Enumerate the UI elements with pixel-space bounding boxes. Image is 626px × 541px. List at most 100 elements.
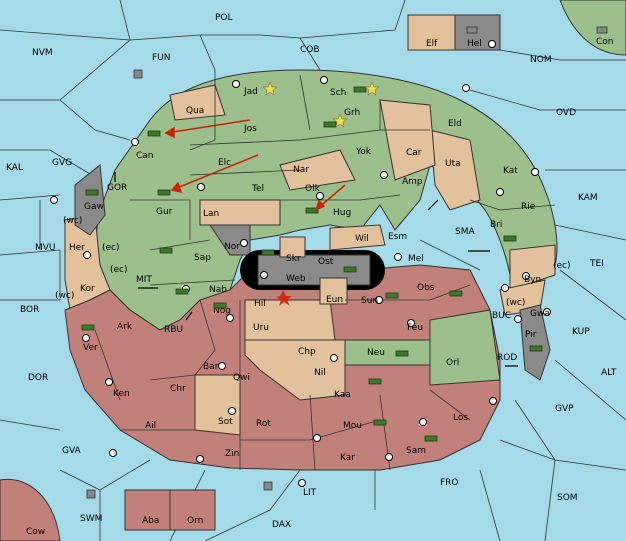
label-skr: Skr — [286, 254, 301, 264]
coast-tag-1: (wc) — [63, 216, 82, 226]
region-aba — [124, 489, 171, 531]
canal-arrow-amp — [427, 199, 439, 211]
land-labels: Elf Hel Con Jad Sch Qua Jos Grh Eld Can … — [26, 37, 614, 537]
sea-label-mvu: MVU — [35, 243, 56, 253]
sea-label-kup: KUP — [572, 327, 590, 337]
sea-label-alt: ALT — [601, 368, 617, 378]
label-pir: Pir — [525, 330, 537, 340]
canal-arrows — [114, 172, 518, 367]
label-eun: Eun — [326, 295, 343, 305]
sea-label-bor: BOR — [20, 305, 39, 315]
region-orl — [429, 309, 501, 386]
arrow-head — [170, 181, 183, 194]
label-sch: Sch — [330, 88, 346, 98]
label-obs: Obs — [417, 283, 435, 293]
coast-tag-4: (wc) — [55, 291, 74, 301]
army-unit — [305, 207, 319, 214]
fleet-unit — [86, 489, 96, 499]
fleet-unit — [263, 481, 273, 491]
fleet-unit — [133, 69, 143, 79]
label-ail: Ail — [145, 421, 156, 431]
sea-label-buc: BUC — [492, 311, 511, 321]
sea-label-gvp: GVP — [555, 404, 574, 414]
sea-label-lit: LIT — [303, 488, 317, 498]
label-hil: Hil — [254, 299, 266, 309]
label-gur: Gur — [156, 207, 173, 217]
label-kat: Kat — [503, 166, 518, 176]
land-borders — [94, 70, 556, 471]
label-feu: Feu — [407, 323, 423, 333]
label-lan: Lan — [203, 209, 219, 219]
label-jad: Jad — [243, 87, 258, 97]
label-kaa: Kaa — [334, 390, 351, 400]
region-pir — [519, 304, 551, 381]
sea-label-gvg: GVG — [52, 158, 72, 168]
fleet-unit — [596, 26, 608, 34]
sea-label-gor: GOR — [107, 183, 127, 193]
label-esm: Esm — [388, 232, 407, 242]
label-rie: Rie — [521, 202, 536, 212]
label-mou: Mou — [343, 421, 362, 431]
army-unit — [353, 86, 367, 93]
label-orn: Orn — [187, 516, 203, 526]
army-unit — [529, 345, 543, 352]
label-gwa: Gwa — [530, 309, 550, 319]
region-orn — [169, 489, 216, 531]
label-cow: Cow — [26, 527, 45, 537]
coast-tag-2: (ec) — [102, 243, 120, 253]
label-hel: Hel — [467, 39, 482, 49]
label-nor: Nor — [224, 242, 240, 252]
battle-marker — [276, 290, 292, 306]
label-can: Can — [136, 151, 154, 161]
label-neu: Neu — [367, 348, 385, 358]
fleet-unit — [466, 26, 478, 34]
sea-label-mit: MIT — [136, 275, 152, 285]
label-los: Los — [453, 413, 468, 423]
label-qwi: Qwi — [233, 373, 250, 383]
army-unit — [213, 302, 227, 309]
army-unit — [373, 419, 387, 426]
label-rot: Rot — [256, 419, 271, 429]
sea-label-dax: DAX — [272, 520, 291, 530]
label-orl: Orl — [446, 358, 459, 368]
build-star — [262, 81, 278, 96]
label-nog: Nog — [213, 306, 231, 316]
label-con: Con — [596, 37, 614, 47]
label-zin: Zin — [225, 449, 239, 459]
sea-label-rbu: RBU — [164, 325, 183, 335]
coast-tag-6: (wc) — [506, 298, 525, 308]
region-nar — [279, 149, 356, 191]
sea-label-swm: SWM — [80, 514, 102, 524]
sea-label-ovd: OVD — [556, 108, 576, 118]
sea-label-tei: TEI — [589, 259, 604, 269]
label-yok: Yok — [355, 147, 372, 157]
label-elc: Elc — [218, 158, 231, 168]
label-nab: Nab — [209, 285, 227, 295]
label-uru: Uru — [253, 323, 269, 333]
army-unit — [368, 378, 382, 385]
region-neu — [344, 339, 431, 366]
army-unit — [395, 350, 409, 357]
label-web: Web — [286, 274, 306, 284]
label-chp: Chp — [298, 347, 316, 357]
sea-label-sma: SMA — [455, 227, 475, 237]
army-unit — [503, 235, 517, 242]
army-units — [81, 86, 543, 442]
region-byn — [509, 244, 556, 291]
sea-label-pol: POL — [215, 13, 233, 23]
region-qua — [169, 84, 226, 121]
army-unit — [81, 324, 95, 331]
army-unit — [159, 247, 173, 254]
sea-label-rod: ROD — [497, 353, 517, 363]
label-olk: Olk — [305, 184, 321, 194]
label-bar: Bar — [203, 362, 219, 372]
army-unit — [323, 121, 337, 128]
sea-label-fro: FRO — [440, 478, 459, 488]
label-sot: Sot — [218, 417, 233, 427]
label-grh: Grh — [344, 108, 360, 118]
army-unit — [85, 189, 99, 196]
label-nil: Nil — [314, 368, 326, 378]
region-uta — [429, 129, 481, 211]
